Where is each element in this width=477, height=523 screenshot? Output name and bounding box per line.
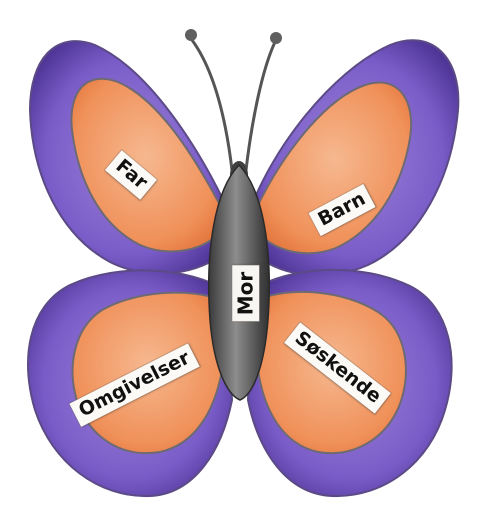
antennae <box>185 29 282 170</box>
antenna-tip-right <box>270 32 282 44</box>
label-mor: Mor <box>232 266 259 322</box>
upper-right-wing <box>250 40 458 275</box>
antenna-tip-left <box>185 29 197 41</box>
